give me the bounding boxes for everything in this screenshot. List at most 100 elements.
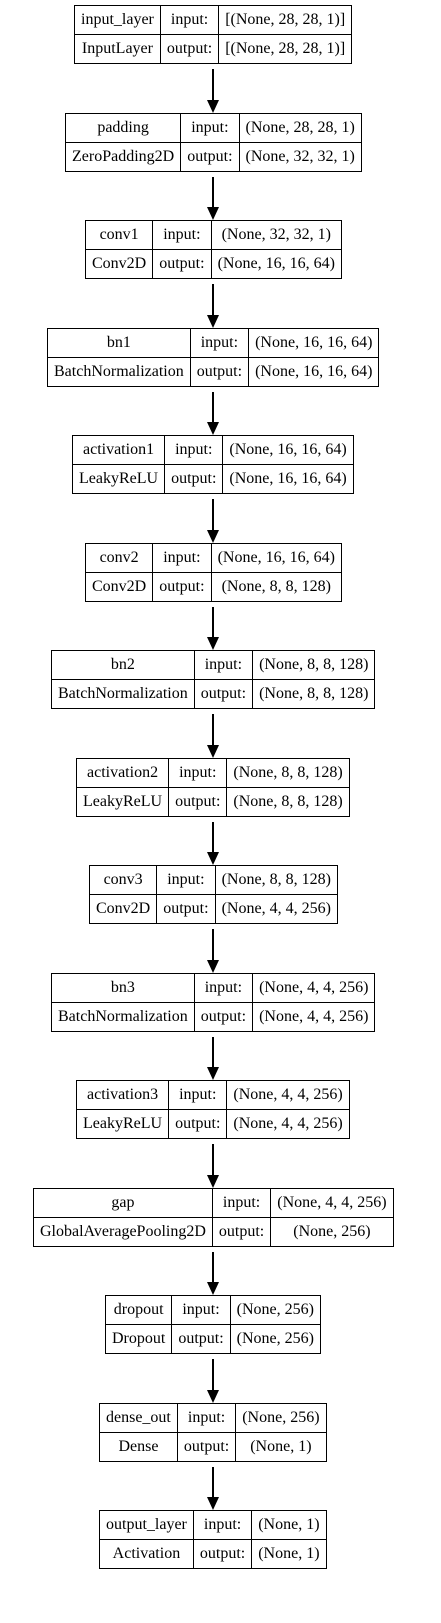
node-type: BatchNormalization [47,356,191,387]
node-name: activation1 [71,435,166,465]
input-label: input: [192,1510,253,1540]
node-type: BatchNormalization [51,1001,195,1032]
input-shape: (None, 16, 16, 64) [222,435,354,465]
output-label: output: [193,1001,254,1032]
input-shape: (None, 8, 8, 128) [226,757,350,788]
input-label: input: [193,972,254,1003]
input-label: input: [211,1187,272,1218]
node-type: Activation [99,1539,194,1569]
node-name: dropout [104,1295,173,1325]
input-label: input: [189,327,250,358]
output-label: output: [156,894,216,924]
node-name: output_layer [99,1510,194,1540]
node-type: Dropout [104,1324,173,1354]
output-shape: (None, 16, 16, 64) [222,464,354,494]
input-shape: (None, 256) [229,1295,321,1325]
output-label: output: [193,679,254,709]
output-shape: (None, 4, 4, 256) [214,894,338,924]
node-name: input_layer [74,5,161,35]
output-shape: (None, 8, 8, 128) [252,679,376,709]
output-label: output: [152,571,212,602]
node-name: bn1 [47,327,191,358]
node-type: Conv2D [84,249,154,279]
output-label: output: [168,786,228,817]
node-type: Conv2D [84,571,154,602]
node-type: LeakyReLU [71,464,166,494]
output-shape: (None, 4, 4, 256) [226,1109,350,1139]
input-shape: (None, 4, 4, 256) [270,1187,394,1218]
output-shape: (None, 16, 16, 64) [248,356,380,387]
input-shape: (None, 8, 8, 128) [252,650,376,680]
input-shape: [(None, 28, 28, 1)] [218,5,353,35]
input-label: input: [159,5,220,35]
input-label: input: [152,542,212,573]
output-shape: (None, 256) [270,1216,394,1247]
output-label: output: [192,1539,253,1569]
output-label: output: [176,1431,237,1462]
output-label: output: [211,1216,272,1247]
input-label: input: [164,435,224,465]
node-type: LeakyReLU [75,786,170,817]
node-name: activation2 [75,757,170,788]
node-name: dense_out [99,1402,178,1433]
output-shape: (None, 8, 8, 128) [226,786,350,817]
output-shape: (None, 256) [229,1324,321,1354]
output-label: output: [164,464,224,494]
input-label: input: [180,112,240,143]
input-shape: (None, 16, 16, 64) [210,542,342,573]
input-shape: (None, 8, 8, 128) [214,865,338,895]
node-name: padding [64,112,182,143]
input-shape: (None, 1) [251,1510,327,1540]
node-name: bn3 [51,972,195,1003]
output-shape: (None, 1) [235,1431,327,1462]
input-shape: (None, 16, 16, 64) [248,327,380,358]
node-type: LeakyReLU [75,1109,170,1139]
node-name: bn2 [51,650,195,680]
input-shape: (None, 28, 28, 1) [238,112,362,143]
input-label: input: [156,865,216,895]
output-shape: (None, 1) [251,1539,327,1569]
input-shape: (None, 256) [235,1402,327,1433]
node-type: GlobalAveragePooling2D [33,1216,213,1247]
output-label: output: [171,1324,231,1354]
node-name: activation3 [75,1080,170,1110]
node-type: Conv2D [88,894,158,924]
input-label: input: [176,1402,237,1433]
node-type: InputLayer [74,34,161,64]
node-name: conv2 [84,542,154,573]
output-shape: [(None, 28, 28, 1)] [218,34,353,64]
output-label: output: [189,356,250,387]
input-label: input: [152,220,212,250]
node-name: gap [33,1187,213,1218]
node-name: conv1 [84,220,154,250]
input-shape: (None, 32, 32, 1) [210,220,342,250]
output-label: output: [180,141,240,172]
